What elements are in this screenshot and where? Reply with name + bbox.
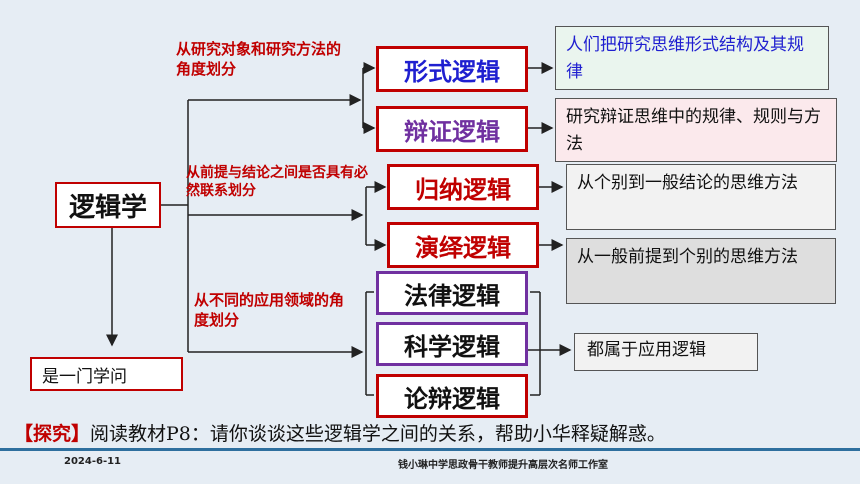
footer-organization: 钱小琳中学思政骨干教师提升高层次名师工作室 [398, 460, 608, 471]
footer-date: 2024-6-11 [64, 456, 122, 467]
root-sub-node: 是一门学问 [30, 357, 183, 391]
task-tag: 【探究】 [14, 423, 91, 445]
desc-inductive-logic: 从个别到一般结论的思维方法 [566, 164, 836, 230]
criterion-label-2: 从前提与结论之间是否具有必然联系划分 [186, 165, 368, 200]
type-formal-logic: 形式逻辑 [376, 46, 528, 92]
footer-bar [0, 448, 860, 451]
desc-dialectical-logic: 研究辩证思维中的规律、规则与方法 [555, 98, 837, 162]
type-dialectical-logic: 辩证逻辑 [376, 106, 528, 152]
root-node: 逻辑学 [55, 182, 161, 228]
type-legal-logic: 法律逻辑 [376, 271, 528, 315]
type-deductive-logic: 演绎逻辑 [387, 222, 539, 268]
task-text: 阅读教材P8：请你谈谈这些逻辑学之间的关系，帮助小华释疑解惑。 [90, 423, 666, 445]
task-line: 【探究】阅读教材P8：请你谈谈这些逻辑学之间的关系，帮助小华释疑解惑。 [14, 422, 860, 447]
type-debate-logic: 论辩逻辑 [376, 374, 528, 418]
desc-applied-logic: 都属于应用逻辑 [574, 333, 758, 371]
desc-deductive-logic: 从一般前提到个别的思维方法 [566, 238, 836, 304]
criterion-label-1: 从研究对象和研究方法的角度划分 [176, 40, 342, 78]
desc-formal-logic: 人们把研究思维形式结构及其规律 [555, 26, 829, 90]
type-inductive-logic: 归纳逻辑 [387, 164, 539, 210]
criterion-label-3: 从不同的应用领域的角度划分 [194, 291, 345, 329]
type-scientific-logic: 科学逻辑 [376, 322, 528, 366]
